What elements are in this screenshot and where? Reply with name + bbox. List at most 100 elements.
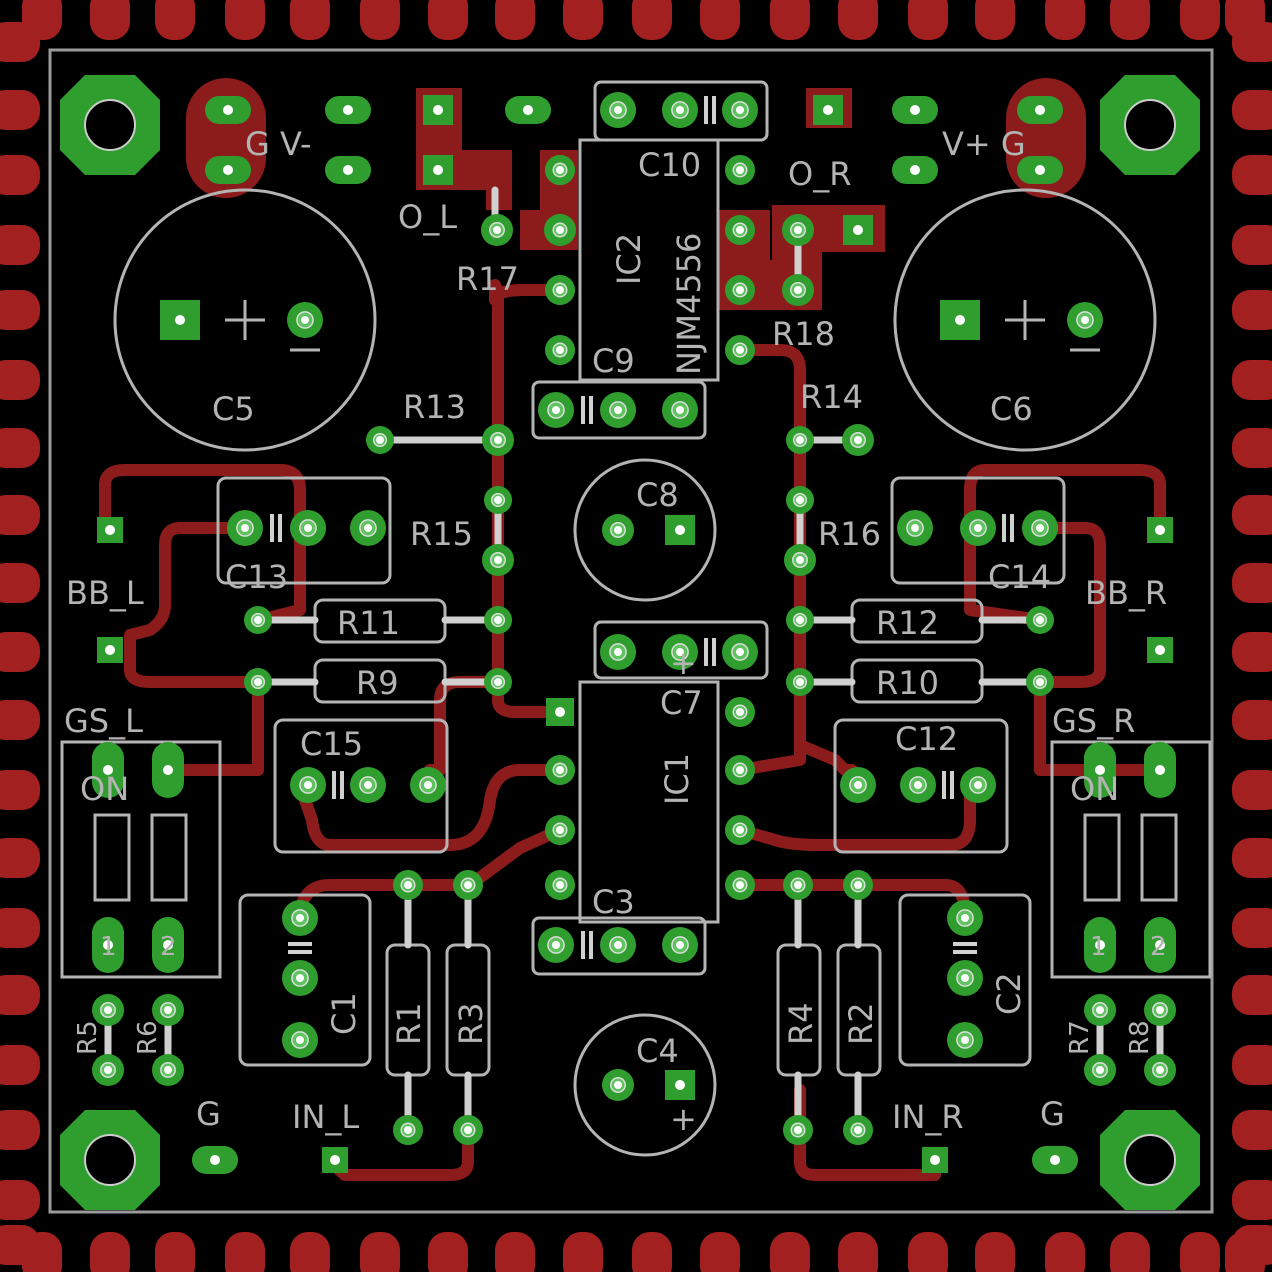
edge-pad-right (1232, 838, 1272, 878)
trace-bb-l (99, 464, 306, 626)
gs-l-switch (60, 740, 222, 979)
c12-pad (900, 767, 936, 803)
label-plus-c8: + (670, 644, 697, 682)
c14-pad (897, 510, 933, 546)
label-c6: C6 (990, 390, 1033, 428)
c3-pad (662, 927, 698, 963)
label-o-r: O_R (788, 155, 851, 193)
c3-pad (600, 927, 636, 963)
ic1-pin-right (725, 870, 755, 900)
label-r5: R5 (73, 1020, 103, 1055)
resistor-pad (484, 606, 512, 634)
round-pad (842, 424, 874, 456)
label-bb-l: BB_L (66, 574, 144, 612)
o-r-pad (813, 95, 843, 125)
in-r-pad (922, 1147, 948, 1173)
edge-pad-left (0, 975, 40, 1015)
label-njm: NJM4556 (670, 233, 708, 375)
c5-outline (113, 188, 377, 452)
edge-pad-left (0, 563, 40, 603)
edge-pad-bottom (428, 1232, 468, 1272)
label-plus-c4: + (670, 1100, 697, 1138)
label-pin1-r: 1 (1090, 932, 1107, 962)
edge-pad-bottom (908, 1232, 948, 1272)
trace-bb-r (964, 464, 1166, 626)
c9-outline (531, 380, 707, 440)
edge-pad-top (838, 0, 878, 40)
ic1-pin-1 (546, 698, 574, 726)
resistor-pad (152, 994, 184, 1026)
c10-outline (593, 80, 769, 142)
c8-plus (665, 515, 695, 545)
c14-pad (960, 510, 996, 546)
round-pad (786, 486, 814, 514)
silkscreen (60, 80, 1212, 1157)
board-outline (48, 48, 1214, 1214)
gs-l-pad (92, 742, 124, 798)
resistor-pad (1026, 606, 1054, 634)
c15-outline (273, 718, 449, 854)
label-c4: C4 (636, 1032, 679, 1070)
round-pad (786, 426, 814, 454)
c6-outline (893, 188, 1157, 452)
edge-pad-right (1232, 225, 1272, 265)
label-g-vminus: G V- (245, 125, 312, 163)
edge-pad-bottom (1180, 1232, 1220, 1272)
c3-outline (531, 916, 707, 976)
ic1-pin-right (725, 697, 755, 727)
round-pad (484, 486, 512, 514)
c12-pad (960, 767, 996, 803)
gs-r-pad (1144, 917, 1176, 973)
resistor-pad (453, 870, 483, 900)
ic1-pin-left (545, 870, 575, 900)
c13-outline (216, 476, 392, 585)
gs-r-pad (1144, 742, 1176, 798)
edge-pad-top (1180, 0, 1220, 40)
c12-pad (840, 767, 876, 803)
resistor-pad (783, 870, 813, 900)
resistor-pad (1084, 994, 1116, 1026)
square-pad (843, 215, 873, 245)
ic1-pin-right (725, 815, 755, 845)
edge-pad-bottom (770, 1232, 810, 1272)
resistor-pad (1026, 668, 1054, 696)
round-pad (482, 424, 514, 456)
gs-r-slider-1 (1083, 813, 1121, 902)
c8-pad (602, 514, 634, 546)
edge-pad-right (1232, 360, 1272, 400)
label-c2: C2 (990, 972, 1028, 1015)
label-r12: R12 (876, 604, 939, 642)
label-r11: R11 (337, 604, 400, 642)
edge-pad-left (0, 770, 40, 810)
mount-hole-bl (60, 1110, 160, 1210)
c4-pad (602, 1069, 634, 1101)
edge-pad-right (1232, 155, 1272, 195)
c4-outline (573, 1013, 717, 1157)
ic1-pin-right (725, 755, 755, 785)
gs-r-switch (1050, 740, 1212, 979)
label-r1: R1 (390, 1002, 428, 1045)
ic2-pin-left (545, 275, 575, 305)
label-r16: R16 (818, 515, 881, 553)
gs-r-pad (1084, 917, 1116, 973)
mount-hole-br (1100, 1110, 1200, 1210)
resistor-pad (1144, 1054, 1176, 1086)
edge-pad-right (1232, 1225, 1272, 1265)
c5-plus (160, 300, 200, 340)
c9-pad (538, 392, 574, 428)
label-vplus-g: V+ G (942, 125, 1026, 163)
c15-pad (410, 767, 446, 803)
trace-in-l (324, 1119, 474, 1181)
label-in-l: IN_L (292, 1098, 359, 1136)
c8-outline (573, 458, 717, 602)
resistor-pad (393, 870, 423, 900)
c9-pad (662, 392, 698, 428)
c2-pad (947, 1022, 983, 1058)
bb-l-pad-2 (97, 637, 123, 663)
resistor-pad (1144, 994, 1176, 1026)
c10-pad (600, 92, 636, 128)
label-g-right: G (1040, 1095, 1065, 1133)
edge-pad-top (770, 0, 810, 40)
